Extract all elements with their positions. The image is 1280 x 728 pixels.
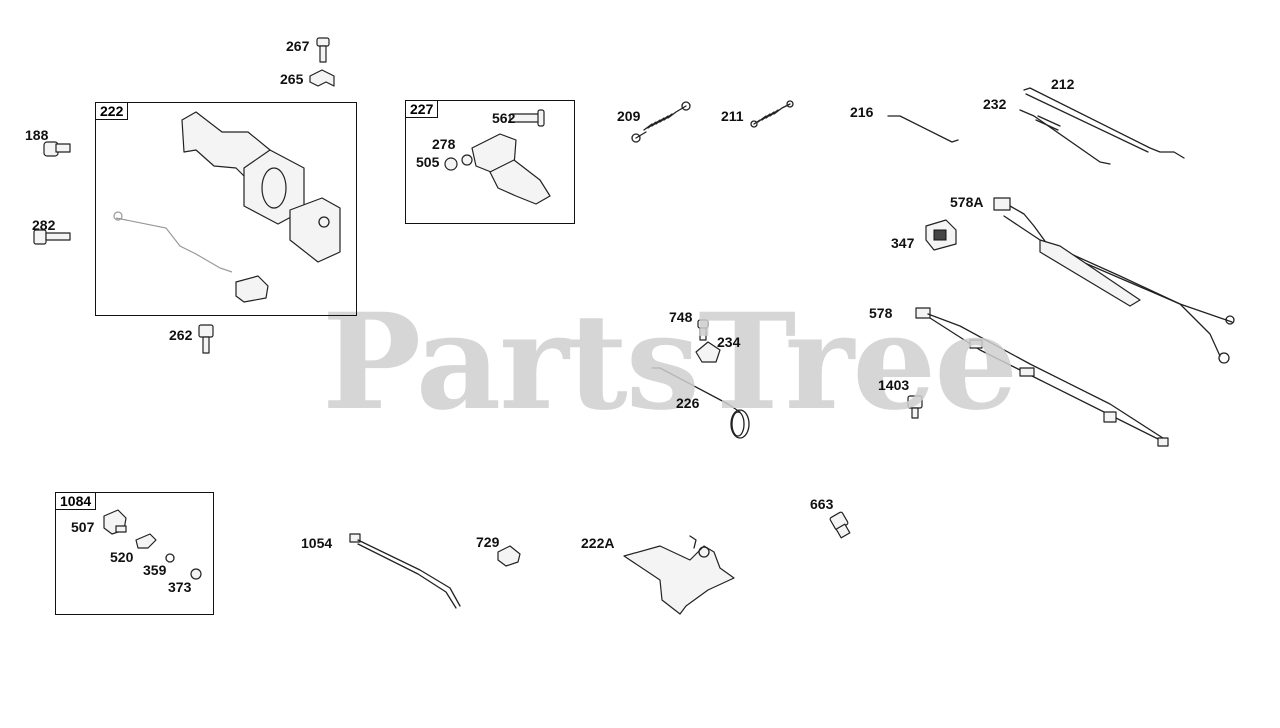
part-1084-kit[interactable] [103,509,202,580]
part-267-bolt[interactable] [316,37,330,63]
group-box-227: 227 [405,100,575,224]
part-label-562[interactable]: 562 [492,110,516,126]
part-label-578a[interactable]: 578A [950,194,984,210]
part-label-232[interactable]: 232 [983,96,1007,112]
part-label-265[interactable]: 265 [280,71,304,87]
part-label-1403[interactable]: 1403 [878,377,910,393]
part-label-212[interactable]: 212 [1051,76,1075,92]
part-748-bolt[interactable] [697,319,709,341]
part-222a-bracket[interactable] [623,535,735,615]
part-label-267[interactable]: 267 [286,38,310,54]
part-label-209[interactable]: 209 [617,108,641,124]
part-212-rod[interactable] [1023,87,1185,159]
part-578-wire-harness[interactable] [915,307,1169,447]
group-box-1084: 1084 [55,492,214,615]
part-label-507[interactable]: 507 [71,519,95,535]
part-label-663[interactable]: 663 [810,496,834,512]
part-label-211[interactable]: 211 [721,108,744,124]
part-label-748[interactable]: 748 [669,309,693,325]
part-label-226[interactable]: 226 [676,395,700,411]
part-label-578[interactable]: 578 [869,305,893,321]
part-265-clip[interactable] [309,69,335,87]
part-232-spring-rod[interactable] [1019,109,1111,165]
part-label-216[interactable]: 216 [850,104,874,120]
part-label-359[interactable]: 359 [143,562,167,578]
group-tag-1084[interactable]: 1084 [55,492,97,510]
part-label-520[interactable]: 520 [110,549,134,565]
part-label-282[interactable]: 282 [32,217,56,233]
part-label-1054[interactable]: 1054 [301,535,333,551]
part-347-switch[interactable] [925,219,957,251]
part-578a-wire-harness[interactable] [993,197,1235,364]
part-227-lever-assembly[interactable] [444,109,551,205]
part-282-bolt[interactable] [33,229,71,245]
part-label-347[interactable]: 347 [891,235,915,251]
part-262-bolt[interactable] [198,324,214,354]
part-label-729[interactable]: 729 [476,534,500,550]
part-1054-cable-tie[interactable] [349,533,461,609]
group-tag-227[interactable]: 227 [405,100,439,118]
part-234-clip[interactable] [695,341,721,363]
part-label-373[interactable]: 373 [168,579,192,595]
part-label-278[interactable]: 278 [432,136,456,152]
part-729-clip[interactable] [497,545,521,567]
part-663-bolt[interactable] [829,511,851,539]
part-label-234[interactable]: 234 [717,334,741,350]
group-tag-222[interactable]: 222 [95,102,129,120]
part-label-188[interactable]: 188 [25,127,49,143]
group-box-222: 222 [95,102,357,316]
part-188-bolt[interactable] [43,141,71,157]
part-label-222a[interactable]: 222A [581,535,615,551]
part-209-spring[interactable] [631,101,691,143]
part-222-bracket-assembly[interactable] [113,111,341,303]
part-label-262[interactable]: 262 [169,327,193,343]
part-211-spring[interactable] [750,100,794,128]
part-226-rod[interactable] [651,367,750,439]
part-216-rod[interactable] [887,115,959,143]
part-label-505[interactable]: 505 [416,154,440,170]
part-1403-bolt[interactable] [907,395,923,419]
